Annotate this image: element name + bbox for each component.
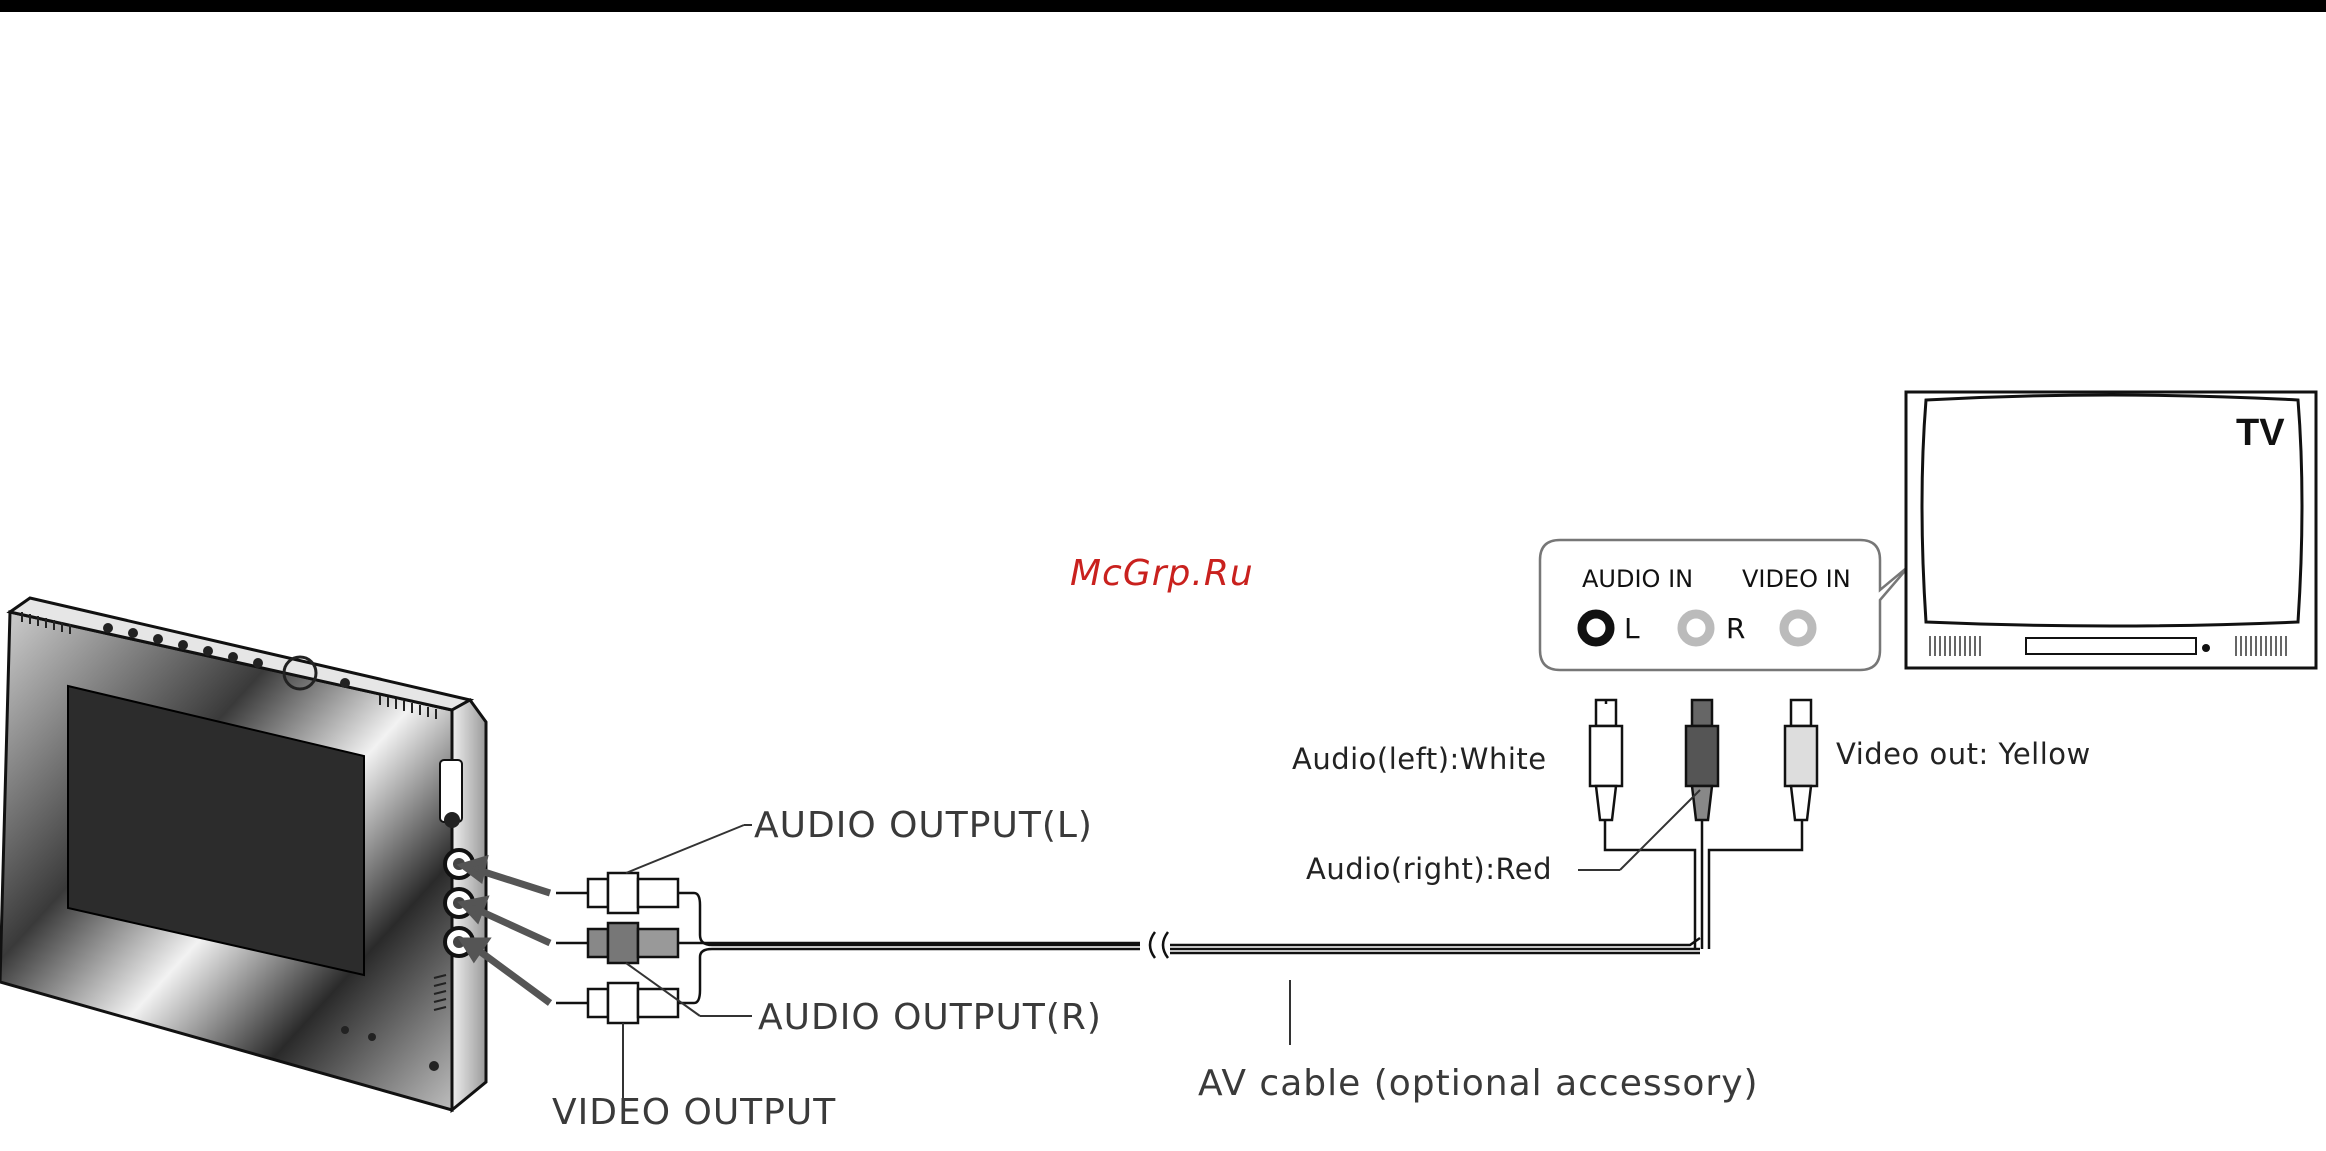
- tv-jack-audio-l: [1582, 614, 1610, 642]
- right-channel-label: R: [1726, 612, 1745, 645]
- video-in-label: VIDEO IN: [1742, 565, 1851, 593]
- audio-in-label: AUDIO IN: [1582, 565, 1693, 593]
- left-plugs: [556, 873, 678, 1023]
- plug-video-tv: [1785, 700, 1817, 820]
- player-jack-top: [444, 812, 460, 828]
- tv-control-strip: [2026, 638, 2196, 654]
- av-cable-label: AV cable (optional accessory): [1198, 1063, 1759, 1104]
- plug-audio-left-tv: [1590, 700, 1622, 820]
- audio-output-r-label: AUDIO OUTPUT(R): [758, 997, 1102, 1038]
- plug-audio-right-tv: [1686, 700, 1718, 820]
- tv-jack-audio-r: [1682, 614, 1710, 642]
- video-out-yellow-label: Video out: Yellow: [1836, 737, 2091, 771]
- video-output-label: VIDEO OUTPUT: [552, 1092, 836, 1133]
- plug-audio-left-device: [556, 873, 678, 913]
- tv-label: TV: [2236, 412, 2285, 455]
- watermark: McGrp.Ru: [1070, 553, 1254, 594]
- audio-output-l-label: AUDIO OUTPUT(L): [754, 805, 1093, 846]
- portable-player: [0, 598, 486, 1110]
- plug-audio-right-device: [556, 923, 678, 963]
- audio-right-red-label: Audio(right):Red: [1306, 852, 1552, 886]
- left-channel-label: L: [1624, 612, 1640, 645]
- av-cable: [678, 820, 1802, 1003]
- plug-video-device: [556, 983, 678, 1023]
- audio-left-white-label: Audio(left):White: [1292, 742, 1547, 776]
- tv-jack-video: [1784, 614, 1812, 642]
- tv-input-panel: [1540, 540, 1910, 670]
